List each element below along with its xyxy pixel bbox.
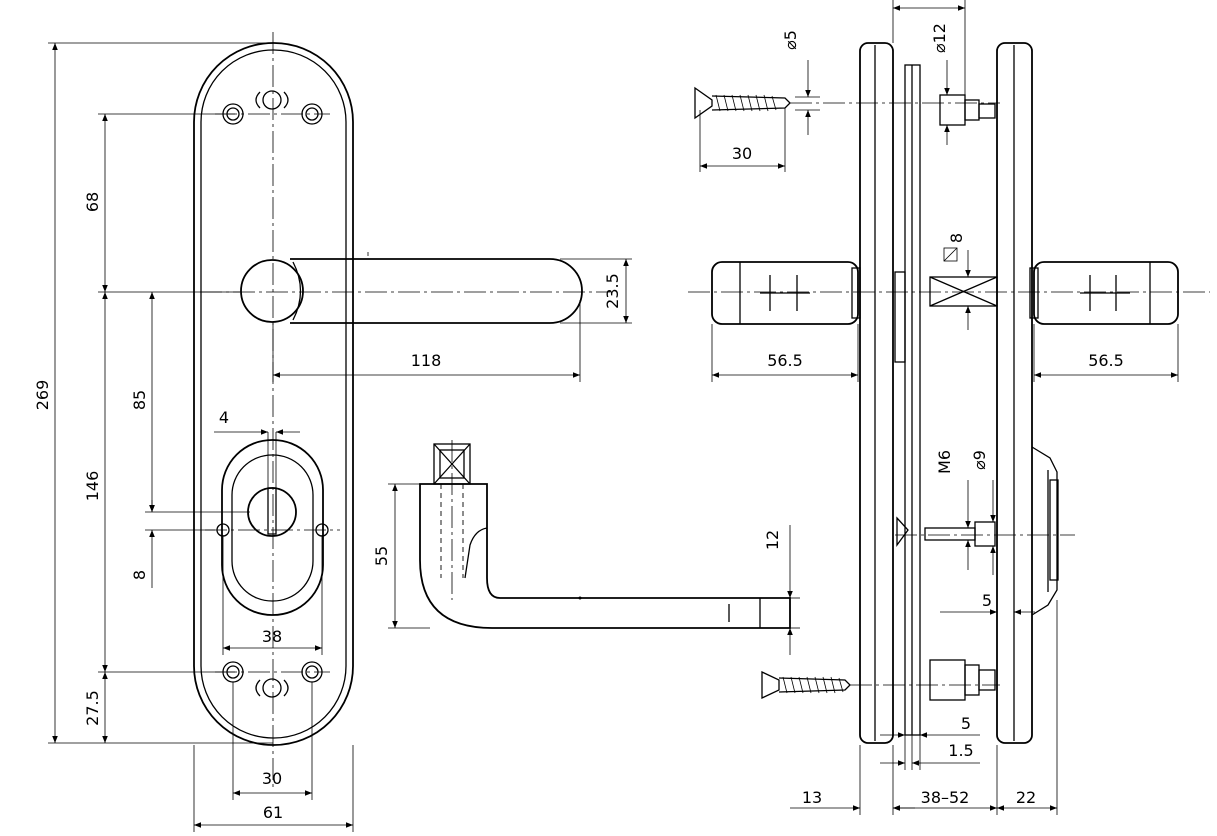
dim-13: 13 (802, 788, 822, 807)
front-view-dimensions: 269 68 146 27.5 85 8 4 38 (33, 42, 632, 832)
section-view-dimensions: 30 ⌀5 ⌀12 8 56.5 56.5 M6 (699, 0, 1179, 815)
dim-55: 55 (372, 546, 391, 566)
dim-1-5: 1.5 (948, 741, 973, 760)
dim-27-5: 27.5 (83, 690, 102, 726)
dim-22: 22 (1016, 788, 1036, 807)
upper-screw-holes (215, 90, 330, 125)
dim-5-bottom: 5 (961, 714, 971, 733)
bottom-screw (761, 659, 1000, 701)
front-view-escutcheon-plate (193, 32, 610, 790)
dim-38-52: 38–52 (921, 788, 970, 807)
dim-146: 146 (83, 471, 102, 502)
dim-8-left: 8 (130, 570, 149, 580)
dim-4: 4 (219, 408, 229, 427)
dim-m6: M6 (935, 450, 954, 474)
lower-screw-holes (215, 661, 330, 698)
dim-56-5-right: 56.5 (1088, 351, 1124, 370)
front-view-handle (200, 252, 610, 324)
dim-269: 269 (33, 380, 52, 411)
dim-23-5: 23.5 (603, 273, 622, 309)
dim-dia-12: ⌀12 (930, 23, 949, 53)
side-handle-dimensions: 55 12 (372, 483, 800, 655)
dim-square-8: 8 (947, 233, 966, 243)
dim-30-screw: 30 (732, 144, 752, 163)
front-view-cylinder-rosette (205, 439, 340, 616)
section-view-assembly (688, 42, 1210, 744)
dim-5-right: 5 (982, 591, 992, 610)
side-view-handle (419, 440, 791, 629)
dim-85: 85 (130, 390, 149, 410)
dim-dia-9: ⌀9 (970, 450, 989, 470)
dim-12: 12 (763, 530, 782, 550)
dim-56-5-left: 56.5 (767, 351, 803, 370)
dim-118: 118 (411, 351, 442, 370)
dim-61: 61 (263, 803, 283, 822)
dim-dia-5: ⌀5 (781, 30, 800, 50)
cylinder-screw-m6 (895, 510, 1075, 565)
dim-38: 38 (262, 627, 282, 646)
top-screw (694, 86, 1000, 126)
dim-30-bottom: 30 (262, 769, 282, 788)
dim-68: 68 (83, 192, 102, 212)
